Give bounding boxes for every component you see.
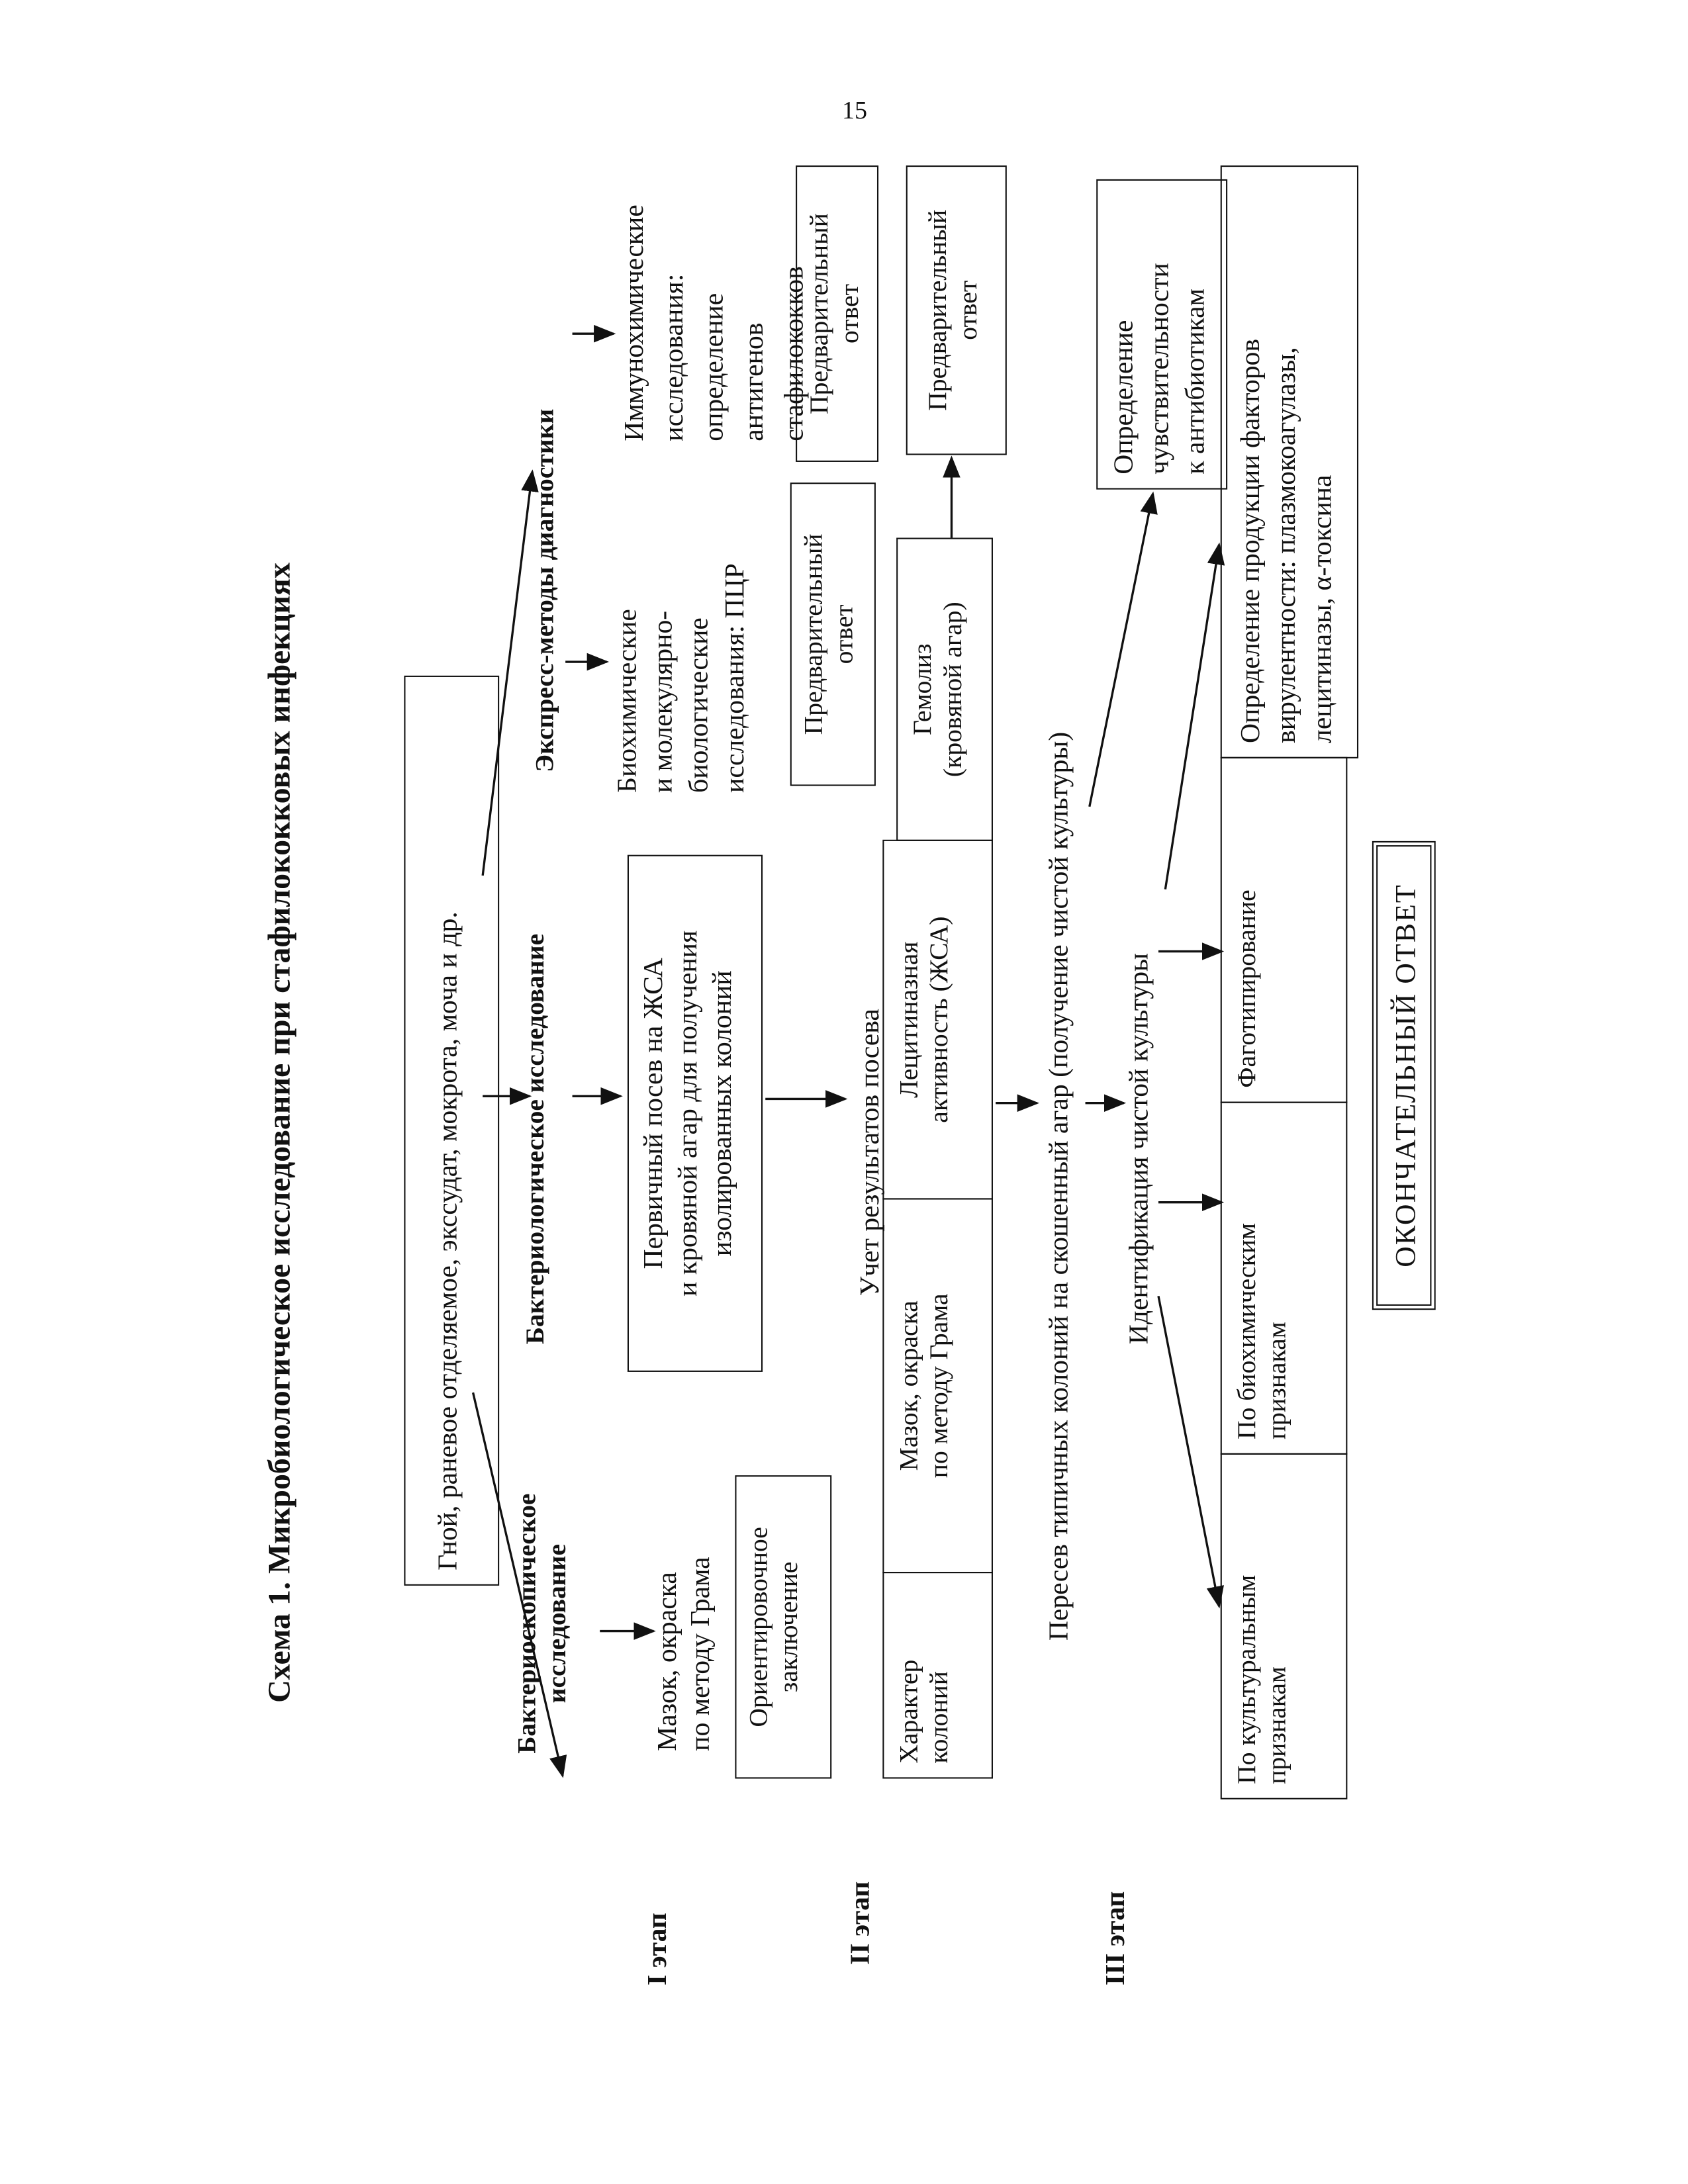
arrow-to-cultural: [1157, 1296, 1224, 1609]
conclusion-line: заключение: [774, 1561, 804, 1693]
primary-culture-line: изолированных колоний: [707, 970, 738, 1257]
hemolysis-cell: Гемолиз (кровяной агар): [896, 537, 993, 841]
prelim-line: Предварительный: [923, 209, 953, 411]
cell-line: По биохимическим: [1233, 1222, 1262, 1440]
primary-culture-line: и кровяной агар для получения: [673, 930, 704, 1297]
arrow-to-microscopy: [471, 1392, 567, 1778]
biochemical-methods-text: Биохимические и молекулярно- биологическ…: [610, 563, 753, 793]
smear-line: Мазок, окраска: [652, 1572, 683, 1751]
results-heading: Учет результатов посева: [855, 1009, 886, 1297]
biochem-line: Биохимические: [612, 609, 643, 793]
cell-line: по методу Грама: [925, 1293, 955, 1479]
preliminary-answer-box-1: Предварительный ответ: [790, 482, 876, 786]
diagram-title: Схема 1. Микробиологическое исследование…: [261, 563, 297, 1703]
cultural-traits-cell: По культуральным признакам: [1220, 1453, 1348, 1799]
subculture-text: Пересев типичных колоний на скошенный аг…: [1044, 731, 1074, 1641]
prelim-line: Предварительный: [800, 533, 829, 735]
arrow-to-virulence: [1164, 542, 1225, 890]
cell-line: лецитиназы, α-токсина: [1307, 475, 1338, 743]
microscopy-heading: Бактериоскопическое исследование: [513, 1469, 574, 1779]
primary-culture-line: Первичный посев на ЖСА: [638, 958, 669, 1269]
sensitivity-line: к антибиотикам: [1180, 288, 1211, 475]
biochem-line: биологические: [684, 617, 715, 793]
cell-line: (кровяной агар): [939, 602, 968, 778]
final-answer-box: ОКОНЧАТЕЛЬНЫЙ ОТВЕТ: [1372, 841, 1436, 1310]
prelim-line: ответ: [830, 604, 859, 664]
conclusion-box: Ориентировочное заключение: [735, 1475, 832, 1779]
gram-smear-cell: Мазок, окраска по методу Грама: [882, 1198, 993, 1574]
stage-1-label: I этап: [642, 1913, 673, 1986]
cell-line: Гемолиз: [908, 643, 938, 735]
cell-line: признакам: [1263, 1322, 1293, 1440]
cell-line: активность (ЖСА): [925, 916, 955, 1123]
sensitivity-line: чувствительности: [1145, 263, 1175, 475]
smear-text: Мазок, окраска по методу Грама: [651, 1557, 717, 1751]
immuno-line: определение: [699, 293, 730, 441]
source-material-box: Гной, раневое отделяемое, экссудат, мокр…: [404, 675, 500, 1586]
cell-line: вирулентности: плазмокоагулазы,: [1271, 347, 1302, 743]
phage-typing-cell: Фаготипирование: [1220, 756, 1348, 1103]
immuno-line: Иммунохимические: [619, 205, 650, 441]
cell-line: Фаготипирование: [1233, 889, 1262, 1088]
colony-character-cell: Характер колоний: [882, 1572, 993, 1779]
prelim-line: Предварительный: [805, 213, 835, 414]
cell-line: По культуральным: [1233, 1574, 1262, 1784]
sensitivity-line: Определение: [1108, 320, 1139, 475]
cell-line: признакам: [1263, 1666, 1293, 1784]
immuno-line: антигенов: [739, 322, 770, 441]
immuno-line: исследования:: [659, 273, 690, 441]
antibiotic-sensitivity-box: Определение чувствительности к антибиоти…: [1096, 179, 1228, 490]
stage-2-label: II этап: [845, 1881, 876, 1965]
express-heading: Экспресс-методы диагностики: [531, 408, 560, 772]
lecithinase-cell: Лецитиназная активность (ЖСА): [882, 839, 993, 1200]
arrow-to-sensitivity: [1088, 491, 1158, 807]
primary-culture-box: Первичный посев на ЖСА и кровяной агар д…: [627, 854, 763, 1372]
cell-line: Лецитиназная: [895, 941, 924, 1098]
biochemical-traits-cell: По биохимическим признакам: [1220, 1101, 1348, 1455]
microscopy-line: Бактериоскопическое: [512, 1493, 542, 1754]
arrow-to-express: [481, 469, 539, 876]
preliminary-answer-box-2: Предварительный ответ: [796, 165, 879, 462]
conclusion-line: Ориентировочное: [744, 1527, 774, 1727]
cell-line: Мазок, окраска: [895, 1300, 924, 1471]
prelim-line: ответ: [835, 284, 865, 343]
preliminary-answer-box-3: Предварительный ответ: [906, 165, 1007, 455]
cell-line: Характер: [895, 1659, 924, 1764]
page-number: 15: [842, 97, 867, 124]
immunochemical-methods-text: Иммунохимические исследования: определен…: [615, 205, 815, 441]
prelim-line: ответ: [954, 280, 984, 340]
cell-line: колоний: [925, 1670, 955, 1764]
stage-3-label: III этап: [1100, 1891, 1131, 1986]
virulence-factors-cell: Определение продукции факторов вирулентн…: [1220, 165, 1359, 758]
biochem-line: и молекулярно-: [648, 610, 679, 793]
bacteriology-heading: Бактериологическое исследование: [521, 933, 551, 1345]
smear-line: по методу Грама: [685, 1557, 716, 1751]
identification-heading: Идентификация чистой культуры: [1123, 952, 1154, 1345]
microscopy-line: исследование: [543, 1543, 573, 1704]
cell-line: Определение продукции факторов: [1235, 338, 1266, 743]
biochem-line: исследования: ПЦР: [720, 563, 751, 793]
